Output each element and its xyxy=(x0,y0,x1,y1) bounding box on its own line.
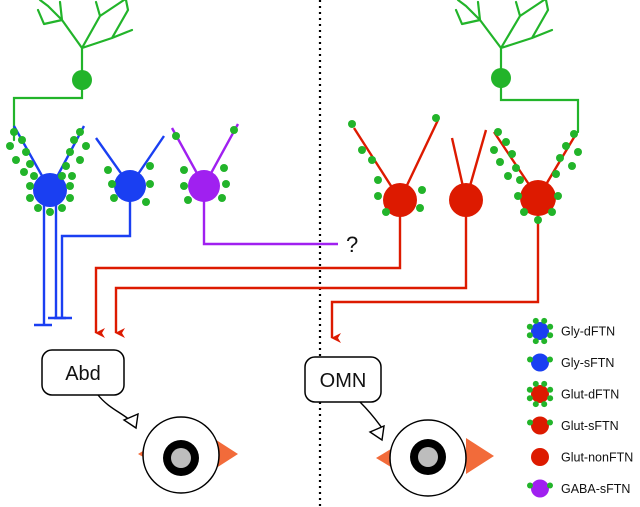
left-afferent-soma xyxy=(72,70,92,90)
legend-synapse-dot xyxy=(527,482,533,489)
legend-synapse-dot xyxy=(547,332,554,339)
omn-label: OMN xyxy=(320,370,367,392)
legend-swatch xyxy=(531,479,549,498)
legend-swatch xyxy=(531,448,549,466)
legend-synapse-dot xyxy=(541,380,548,387)
legend-swatch xyxy=(531,385,549,403)
legend-item: Gly-dFTN xyxy=(526,317,615,345)
legend-synapse-dot xyxy=(532,401,539,408)
abd-eye-terminal xyxy=(122,412,139,430)
gaba-sftn-neuron xyxy=(170,123,338,246)
legend-synapse-dot xyxy=(547,356,553,363)
legend-synapse-dot xyxy=(532,338,539,345)
unknown-target-label: ? xyxy=(346,232,358,257)
legend-synapse-dot xyxy=(532,317,539,324)
legend-synapse-dot xyxy=(547,395,554,402)
left-eye xyxy=(138,416,238,494)
legend-synapse-dot xyxy=(541,401,548,408)
left-afferent-neuron xyxy=(12,0,134,142)
right-afferent-neuron xyxy=(454,0,580,134)
gly-sftn-neuron xyxy=(54,135,165,320)
legend-swatch xyxy=(531,322,549,340)
legend-label: Glut-dFTN xyxy=(561,388,619,402)
legend-item: Glut-sFTN xyxy=(527,416,619,435)
omn-eye-connector xyxy=(359,401,383,429)
legend-synapse-dot xyxy=(541,338,548,345)
legend-synapse-dot xyxy=(526,323,533,330)
legend: Gly-dFTN Gly-sFTN Glut-dFTN Glut-sFTN Glut-n… xyxy=(526,317,633,498)
legend-synapse-dot xyxy=(547,482,553,489)
legend-synapse-dot xyxy=(526,395,533,402)
legend-synapse-dot xyxy=(527,356,533,363)
legend-synapse-dot xyxy=(526,386,533,393)
legend-synapse-dot xyxy=(547,386,554,393)
legend-synapse-dot xyxy=(541,317,548,324)
right-afferent-soma xyxy=(491,68,511,88)
legend-item: Gly-sFTN xyxy=(527,353,614,372)
omn-box xyxy=(304,356,382,403)
legend-synapse-dot xyxy=(526,332,533,339)
glut-dftn-neuron xyxy=(332,128,582,338)
legend-label: Gly-dFTN xyxy=(561,325,615,339)
gly-dftn-neuron xyxy=(6,125,90,327)
legend-label: GABA-sFTN xyxy=(561,482,630,496)
legend-swatch xyxy=(531,416,549,435)
legend-item: Glut-dFTN xyxy=(526,380,619,408)
glut-sftn-neuron xyxy=(96,114,440,333)
legend-synapse-dot xyxy=(532,380,539,387)
glut-nonftn-neuron xyxy=(116,129,488,333)
abd-box xyxy=(41,349,125,396)
legend-item: GABA-sFTN xyxy=(527,479,630,498)
legend-synapse-dot xyxy=(527,419,533,426)
legend-synapse-dot xyxy=(547,323,554,330)
legend-label: Glut-sFTN xyxy=(561,419,619,433)
legend-label: Gly-sFTN xyxy=(561,356,614,370)
right-eye xyxy=(376,419,494,497)
omn-eye-terminal xyxy=(368,424,385,442)
abd-label: Abd xyxy=(65,363,101,385)
legend-swatch xyxy=(531,353,549,372)
legend-item: Glut-nonFTN xyxy=(531,448,633,466)
legend-label: Glut-nonFTN xyxy=(561,451,633,465)
legend-synapse-dot xyxy=(547,419,553,426)
